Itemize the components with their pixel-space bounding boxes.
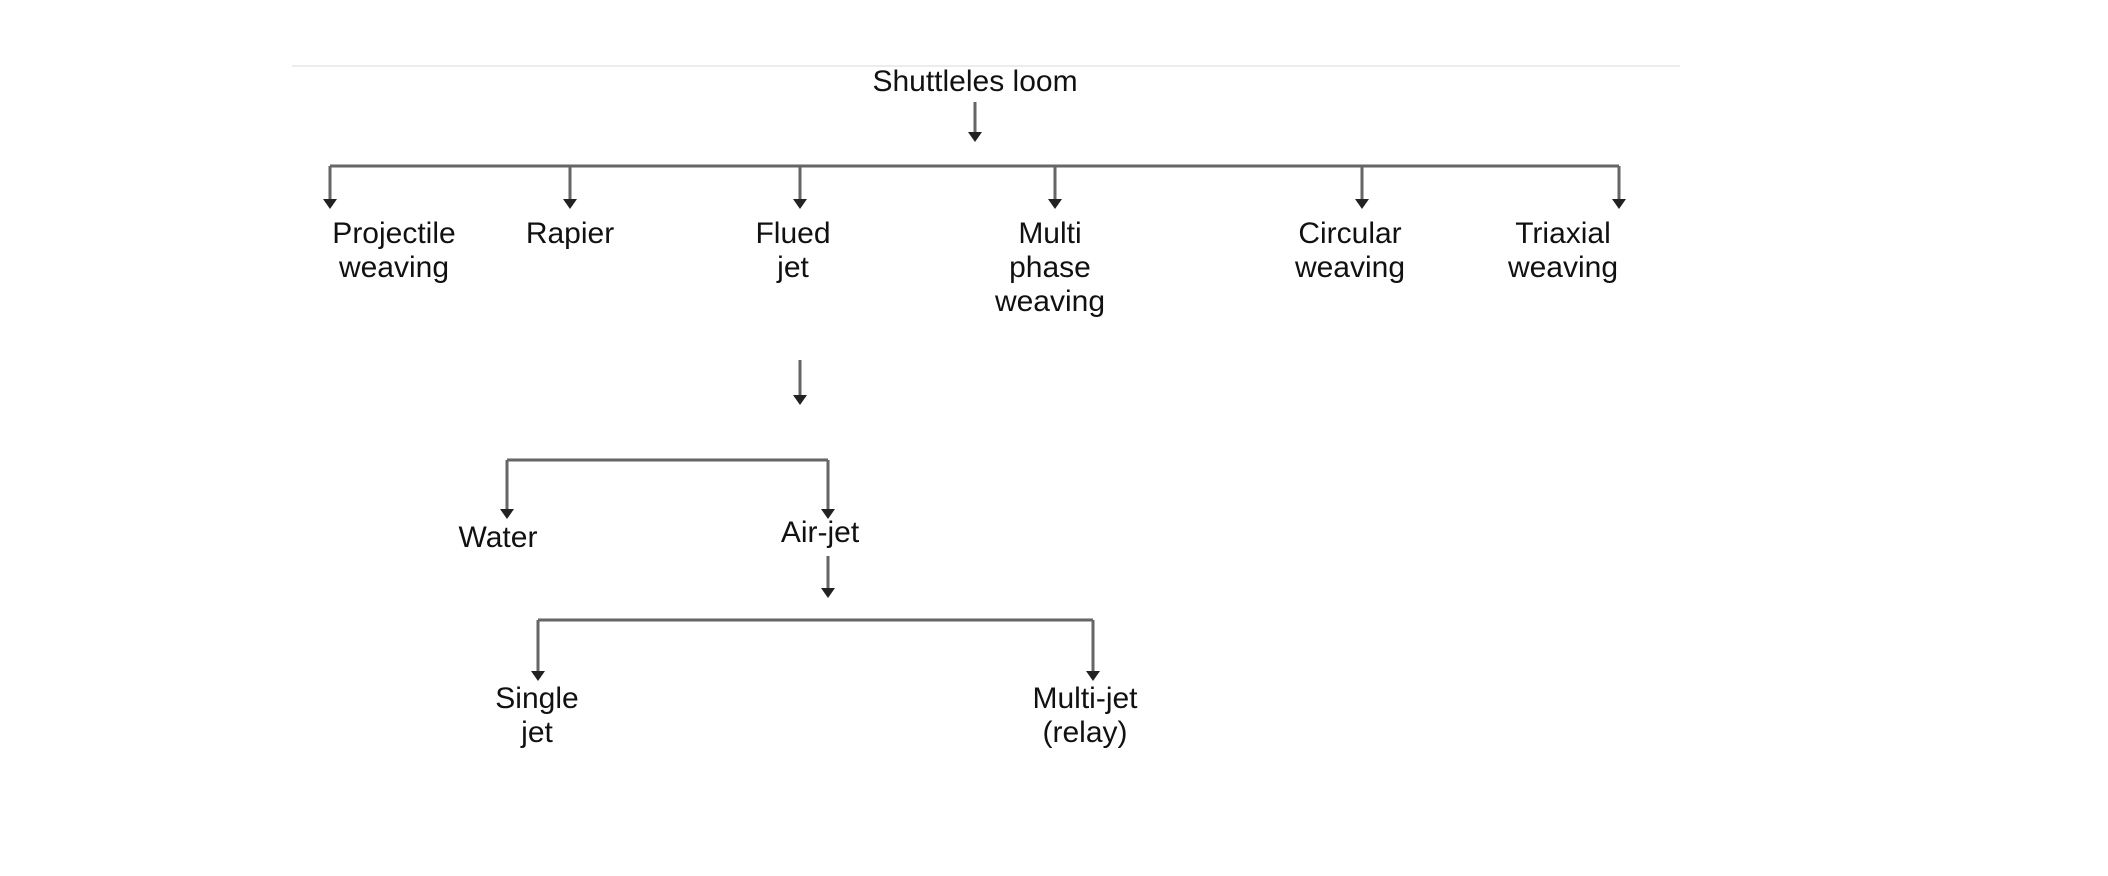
connector-level1-5-arrowhead-icon <box>1612 199 1626 209</box>
node-air-jet: Air-jet <box>781 516 859 550</box>
node-flued-jet: Flued jet <box>755 217 830 285</box>
node-shuttleles-loom: Shuttleles loom <box>872 65 1077 99</box>
node-line: Triaxial <box>1515 217 1611 250</box>
connector-root-down-arrowhead-icon <box>968 132 982 142</box>
connector-level1-2-arrowhead-icon <box>793 199 807 209</box>
connector-level1-1-arrowhead-icon <box>563 199 577 209</box>
node-line: weaving <box>994 285 1106 318</box>
node-line: weaving <box>1294 251 1406 284</box>
node-line: weaving <box>1507 251 1619 284</box>
node-line: Rapier <box>525 217 615 250</box>
node-rapier: Rapier <box>526 217 614 251</box>
connector-level1-0-arrowhead-icon <box>323 199 337 209</box>
node-line: Projectile <box>332 217 456 250</box>
node-line: jet <box>777 251 809 284</box>
connector-level1-3-arrowhead-icon <box>1048 199 1062 209</box>
node-line: Multi <box>1018 217 1082 250</box>
node-multi-phase-weaving: Multi phase weaving <box>995 217 1105 319</box>
node-projectile-weaving: Projectile weaving <box>332 217 455 285</box>
node-circular-weaving: Circular weaving <box>1295 217 1405 285</box>
node-line: Circular <box>1298 217 1402 250</box>
node-line: weaving <box>338 251 450 284</box>
connector-single-jet-arrowhead-icon <box>531 671 545 681</box>
connector-air-jet-down-arrowhead-icon <box>821 588 835 598</box>
node-line: Multi-jet <box>1032 682 1138 715</box>
node-line: phase <box>1009 251 1091 284</box>
connector-air-jet-arrowhead-icon <box>821 509 835 519</box>
node-line: Air-jet <box>780 516 860 549</box>
node-line: (relay) <box>1042 716 1128 749</box>
node-line: Single <box>495 682 579 715</box>
node-line: Flued <box>755 217 831 250</box>
node-line: jet <box>521 716 553 749</box>
connector-multi-jet-arrowhead-icon <box>1086 671 1100 681</box>
connector-water-arrowhead-icon <box>500 509 514 519</box>
connector-flued-down-arrowhead-icon <box>793 395 807 405</box>
connector-level1-4-arrowhead-icon <box>1355 199 1369 209</box>
node-water: Water <box>459 521 538 555</box>
node-line: Shuttleles loom <box>872 65 1078 98</box>
node-multi-jet-relay: Multi-jet (relay) <box>1032 682 1137 750</box>
node-single-jet: Single jet <box>495 682 578 750</box>
node-line: Water <box>458 521 538 554</box>
node-triaxial-weaving: Triaxial weaving <box>1508 217 1618 285</box>
